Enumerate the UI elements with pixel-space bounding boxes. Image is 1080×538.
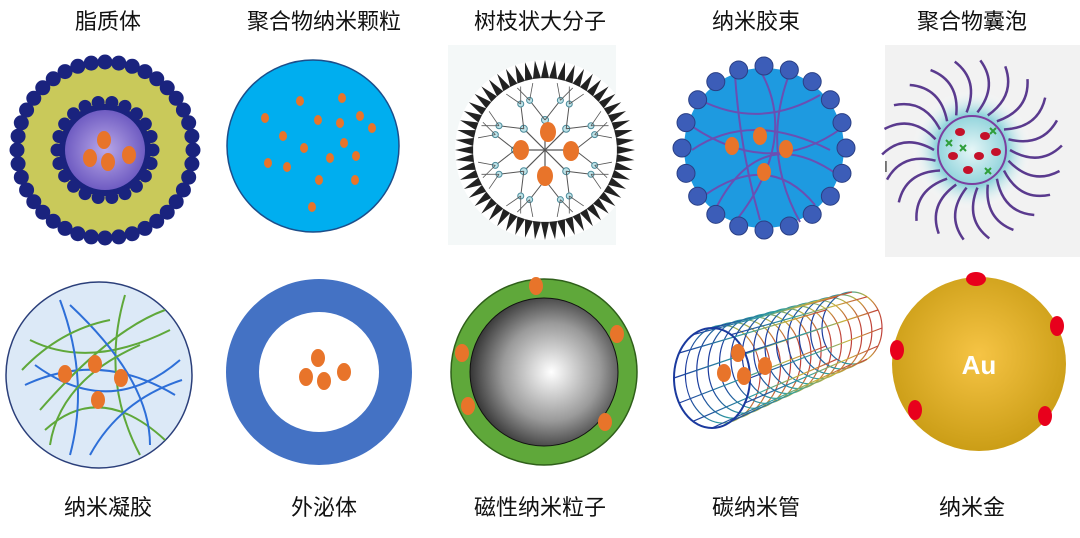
- drug-molecules: [58, 355, 128, 409]
- label-dendrimer: 树枝状大分子: [473, 10, 606, 35]
- micelle-illustration: [672, 56, 856, 240]
- drug-molecules: [83, 131, 136, 171]
- polymer-tails: [881, 59, 1063, 241]
- carbon-nanotube-illustration: [673, 291, 883, 429]
- gold-symbol: Au: [962, 350, 997, 380]
- label-nanogel: 纳米凝胶: [63, 496, 152, 521]
- drug-molecules: [725, 127, 793, 181]
- drug-molecules: [261, 93, 376, 212]
- polymer-nanoparticle-illustration: [226, 59, 400, 233]
- label-carbon-nanotube: 碳纳米管: [711, 496, 800, 521]
- label-magnetic-nanoparticle: 磁性纳米粒子: [473, 496, 606, 521]
- label-liposome: 脂质体: [74, 10, 141, 35]
- label-exosome: 外泌体: [290, 496, 357, 521]
- label-polymer-nanoparticle: 聚合物纳米颗粒: [246, 10, 401, 35]
- dendrimer-illustration: [448, 45, 635, 245]
- drug-molecules: [299, 349, 351, 390]
- hydrophilic-heads: [672, 56, 856, 240]
- label-micelle: 纳米胶束: [711, 10, 800, 35]
- drug-molecules: [513, 122, 579, 186]
- surface-ligands: [890, 272, 1064, 426]
- label-gold-nanoparticle: 纳米金: [938, 496, 1005, 521]
- encapsulated-cargo: [945, 127, 1001, 175]
- polymersome-illustration: l: [881, 45, 1080, 257]
- gold-nanoparticle-illustration: Au: [890, 272, 1066, 451]
- nanogel-illustration: [5, 281, 193, 469]
- drug-molecules: [455, 277, 624, 431]
- svg-text:l: l: [884, 160, 888, 176]
- label-polymersome: 聚合物囊泡: [916, 10, 1027, 35]
- lipid-inner-heads: [50, 95, 160, 205]
- exosome-illustration: [226, 279, 412, 465]
- drug-molecules: [717, 344, 772, 385]
- liposome-illustration: [9, 54, 201, 246]
- magnetic-nanoparticle-illustration: [450, 277, 638, 466]
- dendrimer-spikes: [455, 60, 635, 240]
- lipid-outer-heads: [9, 54, 201, 246]
